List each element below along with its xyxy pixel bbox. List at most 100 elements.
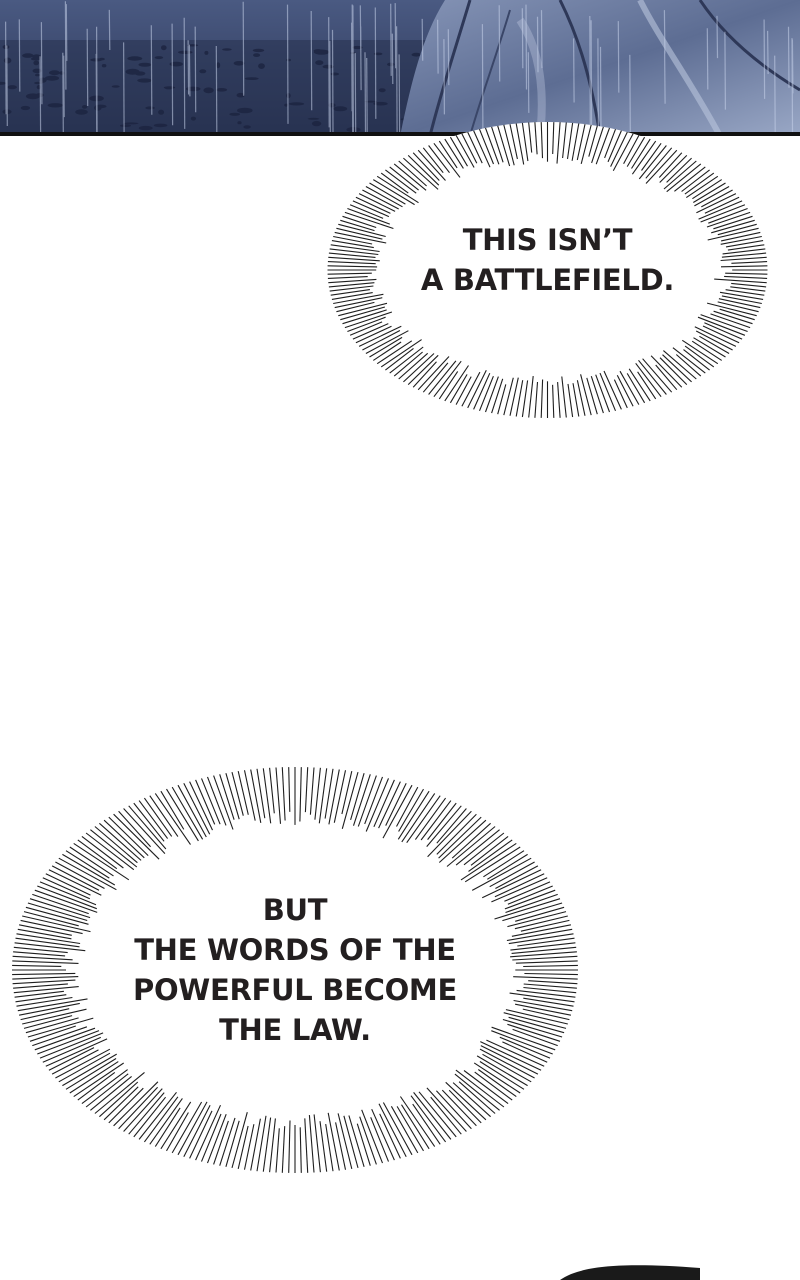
burst-line xyxy=(319,1121,328,1172)
burst-line xyxy=(681,339,719,365)
rain-streak xyxy=(590,20,593,133)
burst-line xyxy=(454,1073,500,1111)
burst-line xyxy=(189,1110,213,1159)
bubble-fill xyxy=(327,122,768,418)
burst-line xyxy=(380,172,409,194)
rain-streak xyxy=(521,8,524,69)
rain-streak xyxy=(481,24,484,133)
burst-line xyxy=(396,786,419,827)
burst-line xyxy=(497,125,511,167)
burst-line xyxy=(684,172,715,195)
burst-line xyxy=(697,316,746,336)
burst-line xyxy=(666,157,692,183)
burst-line xyxy=(355,196,391,214)
burst-line xyxy=(12,979,76,985)
burst-line xyxy=(436,808,467,844)
burst-line xyxy=(18,924,72,936)
burst-line xyxy=(588,125,598,157)
bubble-text: BUT THE WORDS OF THE POWERFUL BECOME THE… xyxy=(10,890,580,1050)
burst-line xyxy=(521,380,529,418)
burst-line xyxy=(658,152,683,178)
ground-speck xyxy=(244,77,259,80)
burst-line xyxy=(696,193,737,214)
burst-line xyxy=(94,826,138,864)
burst-line xyxy=(479,1048,535,1079)
burst-line xyxy=(373,179,415,206)
burst-line xyxy=(645,149,678,184)
burst-line xyxy=(520,919,570,932)
burst-line xyxy=(479,1061,525,1090)
burst-line xyxy=(595,374,611,413)
burst-line xyxy=(412,152,440,181)
burst-line xyxy=(556,122,561,164)
rain-streak xyxy=(629,54,631,133)
burst-line xyxy=(590,376,604,414)
burst-line xyxy=(523,986,577,994)
burst-line xyxy=(483,850,525,878)
ground-speck xyxy=(169,61,183,67)
burst-line xyxy=(328,252,376,258)
ground-speck xyxy=(229,112,241,116)
rain-streak xyxy=(183,17,186,129)
burst-line xyxy=(491,1030,553,1055)
burst-line xyxy=(333,293,384,305)
burst-line xyxy=(446,826,496,867)
burst-line xyxy=(511,924,572,937)
burst-line xyxy=(331,292,373,300)
burst-line xyxy=(73,842,130,881)
burst-line xyxy=(650,355,683,388)
burst-line xyxy=(13,986,79,994)
burst-lines xyxy=(12,767,578,1173)
burst-line xyxy=(619,370,640,405)
burst-line xyxy=(390,1106,419,1154)
rain-streak xyxy=(351,4,354,133)
burst-line xyxy=(256,1115,267,1172)
burst-line xyxy=(659,357,688,385)
burst-line xyxy=(275,1128,280,1173)
burst-line xyxy=(213,1120,229,1165)
burst-line xyxy=(721,295,762,305)
burst-line xyxy=(731,282,767,288)
burst-line xyxy=(722,248,766,255)
rain-streak xyxy=(421,18,424,61)
burst-line xyxy=(455,376,472,405)
rain-streak xyxy=(394,3,397,69)
burst-line xyxy=(281,767,286,821)
burst-lines xyxy=(327,122,768,418)
burst-line xyxy=(379,1113,401,1159)
burst-line xyxy=(521,122,529,162)
rain-streak xyxy=(437,19,439,74)
burst-line xyxy=(503,124,515,166)
burst-line xyxy=(641,142,662,171)
burst-line xyxy=(693,182,726,203)
burst-line xyxy=(461,371,481,407)
burst-line xyxy=(467,131,483,164)
burst-line xyxy=(406,795,441,844)
burst-line xyxy=(476,1055,528,1087)
burst-line xyxy=(610,131,628,167)
burst-line xyxy=(484,127,500,165)
burst-line xyxy=(385,169,417,194)
burst-line xyxy=(344,211,394,230)
burst-line xyxy=(448,1089,482,1124)
burst-line xyxy=(37,1030,100,1055)
ground-speck xyxy=(7,85,17,90)
rain-streak xyxy=(366,57,368,133)
burst-line xyxy=(701,189,733,208)
burst-line xyxy=(451,822,491,859)
burst-line xyxy=(713,310,753,325)
ground-speck xyxy=(258,63,265,69)
burst-line xyxy=(422,147,444,174)
burst-line xyxy=(698,200,743,220)
burst-line xyxy=(149,1098,183,1145)
burst-line xyxy=(412,361,437,388)
burst-line xyxy=(478,375,494,412)
burst-line xyxy=(566,122,574,159)
rain-streak xyxy=(187,40,190,95)
burst-line xyxy=(674,166,706,192)
burst-line xyxy=(327,261,376,265)
rain-streak xyxy=(391,33,394,85)
burst-line xyxy=(327,265,378,268)
burst-line xyxy=(27,1017,94,1038)
rain-streak xyxy=(65,4,68,61)
